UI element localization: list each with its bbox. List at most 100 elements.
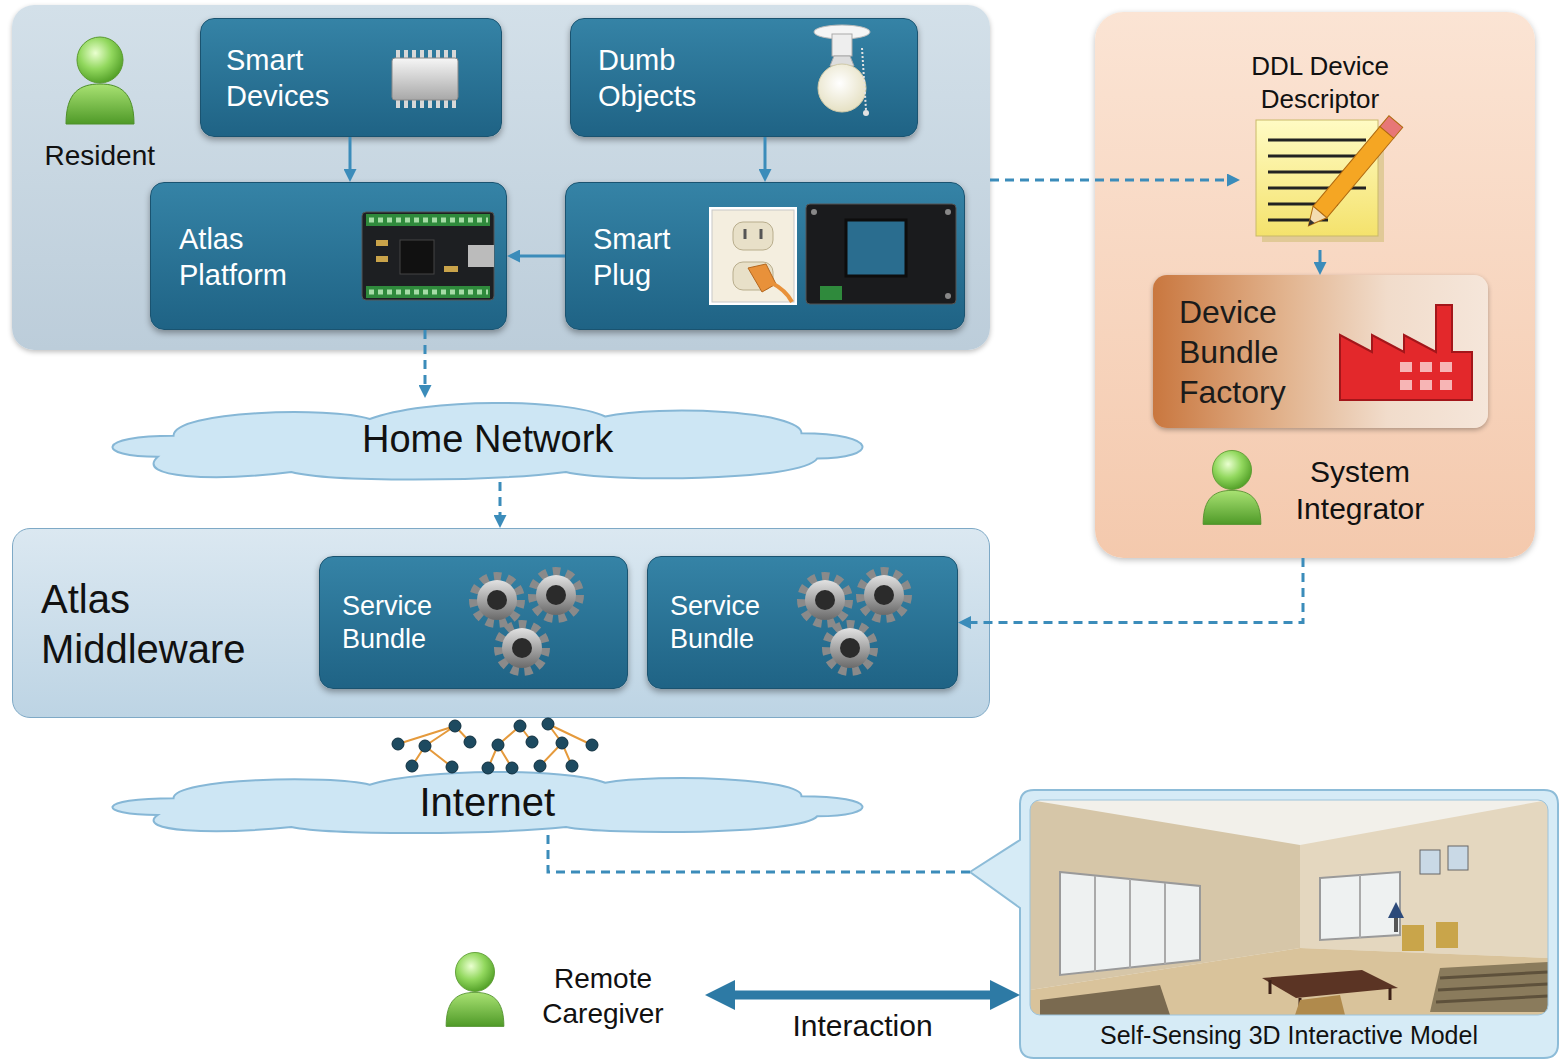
- network-graph-icon: [406, 760, 418, 772]
- gear-icon: [815, 590, 835, 610]
- descriptor-node: DDL Device Descriptor: [1240, 50, 1400, 250]
- room-illustration: [1320, 872, 1400, 940]
- notepad-icon: [1302, 206, 1327, 231]
- plug-board-icon: [846, 220, 906, 276]
- board-icon: [362, 212, 494, 300]
- gear-icon: [864, 575, 904, 615]
- caregiver-icon: [455, 952, 494, 991]
- factory-box: Device Bundle Factory: [1153, 275, 1488, 428]
- gear-icon: [534, 573, 578, 617]
- factory-icon: [1440, 380, 1452, 390]
- outlet-icon: [733, 222, 773, 250]
- node-label: Internet: [420, 777, 556, 827]
- room-illustration: [1030, 800, 1548, 1015]
- board-icon: [376, 240, 388, 246]
- room-illustration: [1060, 872, 1200, 975]
- bulb-icon: [818, 64, 866, 112]
- factory-icon: [1420, 380, 1432, 390]
- platform-box: Atlas Platform: [150, 182, 507, 330]
- gear-icon: [828, 626, 872, 670]
- factory-icon: [1340, 305, 1472, 400]
- device-box: Smart Devices: [200, 18, 502, 137]
- outlet-icon: [733, 262, 773, 290]
- room-illustration: [1388, 902, 1404, 918]
- room-illustration: [1430, 962, 1548, 1012]
- connector: [499, 482, 502, 519]
- room-illustration: [1030, 948, 1548, 1015]
- room-illustration: [1436, 922, 1458, 948]
- board-icon: [400, 240, 434, 274]
- caregiver-icon: [446, 952, 504, 1026]
- network-graph-icon: [514, 720, 526, 732]
- network-graph-icon: [392, 718, 598, 774]
- node-label: Service Bundle: [342, 590, 464, 658]
- chip-icon: [398, 100, 454, 108]
- node-label: Self-Sensing 3D Interactive Model: [1100, 1020, 1478, 1051]
- plug-board-icon: [820, 286, 842, 300]
- room-illustration: [1030, 800, 1548, 1015]
- resident-icon: [77, 37, 123, 83]
- chip-icon: [398, 50, 454, 58]
- middleware-panel: Service Bundle Service Bundle Atlas Middle…: [12, 528, 990, 718]
- gear-icon: [500, 626, 544, 670]
- board-icon: [366, 214, 490, 226]
- gear-icon: [477, 580, 517, 620]
- gear-icon: [874, 585, 894, 605]
- node-label: Atlas Middleware: [41, 574, 301, 674]
- node-label: Smart Devices: [226, 42, 376, 115]
- node-label: Service Bundle: [670, 590, 792, 658]
- room-illustration: [1359, 875, 1361, 938]
- node-label: System Integrator: [1270, 453, 1450, 528]
- bulb-icon: [814, 25, 870, 116]
- notepad-icon: [1380, 116, 1403, 138]
- network-graph-icon: [392, 718, 598, 774]
- room-illustration: [1262, 970, 1398, 998]
- room-illustration: [1095, 876, 1165, 972]
- notepad-icon: [1268, 140, 1366, 220]
- board-icon: [362, 212, 494, 300]
- room-illustration: [1030, 800, 1300, 990]
- notepad-icon: [1302, 116, 1403, 232]
- caregiver-icon: [446, 992, 504, 1026]
- bulb-icon: [862, 48, 866, 110]
- connector: [349, 137, 352, 173]
- room-illustration: [1394, 918, 1398, 932]
- notepad-icon: [1306, 219, 1314, 227]
- gear-icon: [512, 638, 532, 658]
- node-label: Dumb Objects: [598, 42, 748, 115]
- connector: [424, 330, 427, 389]
- internet-cloud: Internet: [95, 768, 880, 835]
- callout-shape: [1020, 790, 1558, 1058]
- node-label: Smart Plug: [593, 221, 705, 294]
- room-illustration: [1402, 925, 1424, 951]
- room-illustration: [1270, 980, 1390, 1008]
- network-cloud: Home Network: [95, 398, 880, 482]
- bulb-icon: [863, 110, 869, 116]
- outlet-icon: [712, 210, 794, 302]
- gear-icon: [546, 585, 566, 605]
- room-illustration: [1295, 995, 1345, 1015]
- notepad-icon: [1256, 120, 1378, 236]
- plug-board-icon: [945, 293, 951, 299]
- room-illustration: [1420, 850, 1440, 874]
- bulb-icon: [830, 56, 854, 66]
- node-label: DDL Device Descriptor: [1233, 50, 1408, 115]
- node-label: Device Bundle Factory: [1179, 292, 1329, 412]
- gear-icon: [500, 626, 544, 670]
- network-graph-icon: [392, 738, 404, 750]
- outlet-icon: [709, 207, 797, 305]
- notepad-icon: [1313, 127, 1394, 218]
- service-bundle-box: Service Bundle: [319, 556, 628, 689]
- factory-icon: [1440, 362, 1452, 372]
- network-graph-icon: [586, 739, 598, 751]
- network-graph-icon: [566, 760, 578, 772]
- gear-icon: [475, 578, 519, 622]
- device-box: Dumb Objects: [570, 18, 918, 137]
- gear-icon: [805, 580, 845, 620]
- node-label: Remote Caregiver: [528, 961, 678, 1031]
- gear-icon: [534, 573, 578, 617]
- chip-icon: [392, 50, 458, 108]
